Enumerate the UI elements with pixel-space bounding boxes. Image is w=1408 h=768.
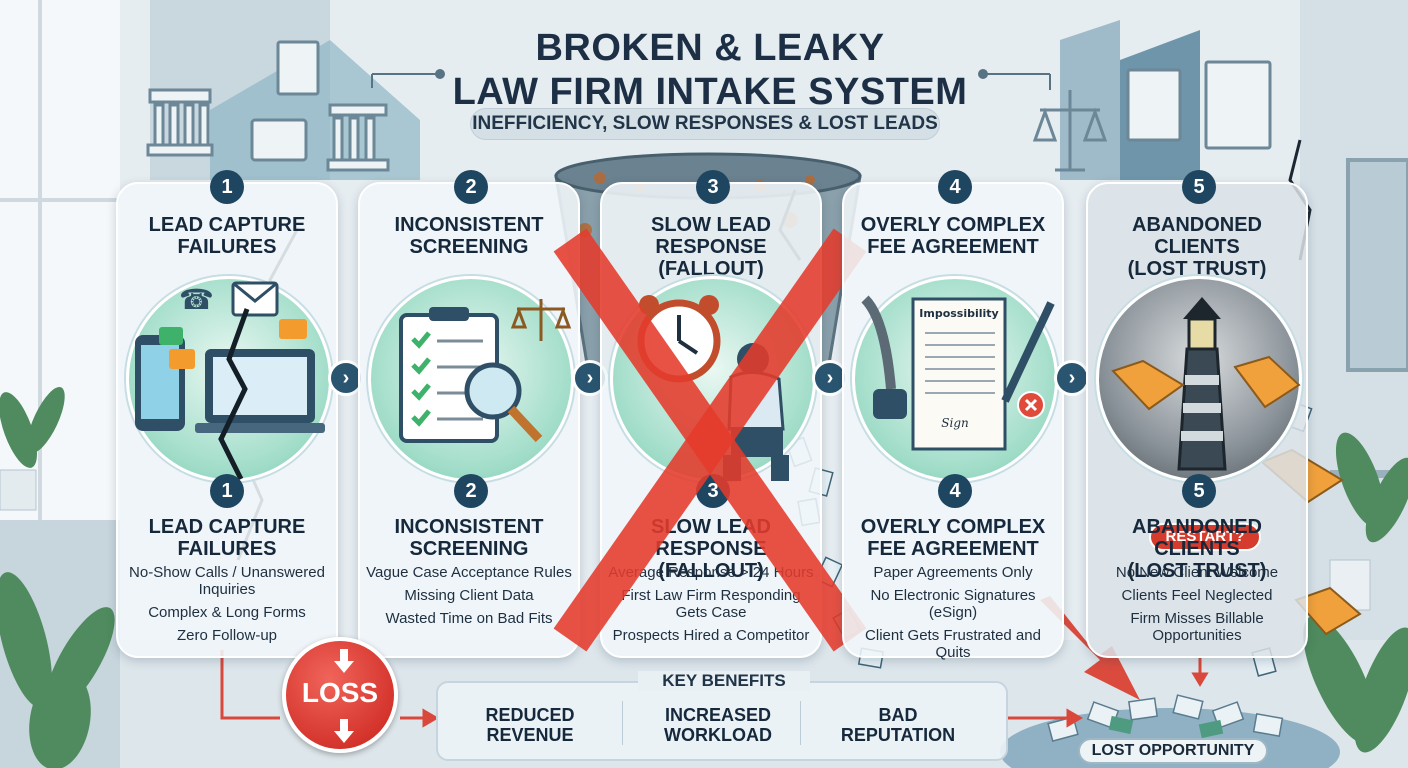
page-title: BROKEN & LEAKY LAW FIRM INTAKE SYSTEM — [380, 26, 1040, 114]
title-line-2: LAW FIRM INTAKE SYSTEM — [452, 71, 968, 113]
list-item: Complex & Long Forms — [148, 604, 306, 621]
step-card-screening: 2 INCONSISTENT SCREENING 2 INCONSISTENT … — [358, 170, 580, 658]
list-item: Client Gets Frustrated and Quits — [865, 627, 1041, 661]
lost-opportunity-label: LOST OPPORTUNITY — [1078, 738, 1268, 764]
step-number-badge-bottom: 5 — [1182, 474, 1216, 508]
step-title-line-1: INCONSISTENT — [394, 214, 544, 236]
step-title-top: ABANDONED CLIENTS (LOST TRUST) — [1088, 214, 1306, 280]
list-item: Zero Follow-up — [176, 627, 278, 644]
step-title-bottom: SLOW LEAD RESPONSE (FALLOUT) — [602, 516, 820, 582]
step-title-line-2: (LOST TRUST) — [1127, 258, 1267, 280]
step-card-abandoned-clients: 5 ABANDONED CLIENTS (LOST TRUST) RESTART… — [1086, 170, 1308, 658]
step-title-line-1: LEAD CAPTURE — [148, 214, 306, 236]
step-title-top: OVERLY COMPLEX FEE AGREEMENT — [844, 214, 1062, 258]
list-item: Vague Case Acceptance Rules — [366, 564, 572, 581]
step-issue-list: No New Client Welcome Clients Feel Negle… — [1088, 564, 1306, 650]
list-item: No-Show Calls / Unanswered Inquiries — [129, 564, 325, 598]
step-title-line-1: OVERLY COMPLEX — [860, 516, 1046, 538]
step-title-line-1: ABANDONED CLIENTS — [1132, 516, 1262, 560]
list-item: Prospects Hired a Competitor — [612, 627, 810, 644]
arrow-down-icon — [334, 719, 354, 743]
step-number-badge-top: 2 — [454, 170, 488, 204]
lighthouse-icon — [1111, 297, 1301, 471]
step-title-line-2: FAILURES — [177, 538, 277, 560]
list-item: No Electronic Signatures (eSign) — [870, 587, 1036, 621]
contract-quill-icon: Impossibility Sign — [861, 295, 1055, 451]
step-card-lead-capture: 1 LEAD CAPTURE FAILURES ☎ 1 LEAD CAPTURE… — [116, 170, 338, 658]
loss-label: LOSS — [301, 677, 379, 708]
screening-illustration — [368, 276, 574, 482]
step-title-line-2: SCREENING — [409, 236, 529, 258]
svg-text:☎: ☎ — [179, 283, 214, 316]
step-title-line-1: OVERLY COMPLEX — [860, 214, 1046, 236]
step-title-line-1: SLOW LEAD — [651, 516, 771, 538]
loss-badge: LOSS — [282, 637, 398, 753]
step-title-top: LEAD CAPTURE FAILURES — [118, 214, 336, 258]
list-item: Paper Agreements Only — [873, 564, 1033, 581]
step-issue-list: Average Response > 24 Hours First Law Fi… — [602, 564, 820, 650]
signature-text: Sign — [941, 416, 968, 430]
checklist-magnifier-icon — [399, 299, 572, 443]
restart-button[interactable]: RESTART? — [1149, 523, 1261, 551]
divider — [622, 701, 623, 745]
key-benefits-title: KEY BENEFITS — [638, 671, 810, 691]
devices-icon: ☎ — [135, 281, 325, 481]
contract-label: Impossibility — [919, 307, 998, 320]
list-item: Firm Misses Billable Opportunities — [1130, 610, 1264, 644]
step-title-line-2: RESPONSE (FALLOUT) — [655, 236, 767, 280]
list-item: Average Response > 24 Hours — [608, 564, 814, 581]
step-title-bottom: LEAD CAPTURE FAILURES — [118, 516, 336, 560]
list-item: Clients Feel Neglected — [1121, 587, 1273, 604]
abandoned-clients-illustration: RESTART? — [1096, 276, 1302, 551]
divider — [800, 701, 801, 745]
step-title-bottom: OVERLY COMPLEX FEE AGREEMENT — [844, 516, 1062, 560]
step-title-line-1: ABANDONED CLIENTS — [1132, 214, 1262, 258]
step-title-line-2: (LOST TRUST) — [1127, 560, 1267, 582]
step-title-line-2: RESPONSE (FALLOUT) — [655, 538, 767, 582]
step-issue-list: Paper Agreements Only No Electronic Sign… — [844, 564, 1062, 667]
step-card-fee-agreement: 4 OVERLY COMPLEX FEE AGREEMENT Impossibi… — [842, 170, 1064, 661]
step-title-line-2: FEE AGREEMENT — [867, 236, 1039, 258]
chevron-right-icon: › — [1054, 360, 1090, 396]
title-line-1: BROKEN & LEAKY — [535, 27, 885, 69]
lead-capture-illustration: ☎ — [126, 276, 332, 482]
list-item: Wasted Time on Bad Fits — [385, 610, 553, 627]
step-title-line-1: LEAD CAPTURE — [148, 516, 306, 538]
arrow-down-icon — [334, 649, 354, 673]
fee-agreement-illustration: Impossibility Sign — [852, 276, 1058, 482]
list-item: No New Client Welcome — [1115, 564, 1279, 581]
list-item: Missing Client Data — [404, 587, 534, 604]
step-issue-list: Vague Case Acceptance Rules Missing Clie… — [360, 564, 578, 633]
step-number-badge-bottom: 2 — [454, 474, 488, 508]
step-title-bottom: ABANDONED CLIENTS (LOST TRUST) — [1088, 516, 1306, 582]
step-number-badge-bottom: 1 — [210, 474, 244, 508]
page-subtitle: INEFFICIENCY, SLOW RESPONSES & LOST LEAD… — [470, 108, 940, 140]
list-item: First Law Firm Responding Gets Case — [621, 587, 801, 621]
step-issue-list: No-Show Calls / Unanswered Inquiries Com… — [118, 564, 336, 650]
step-number-badge-top: 5 — [1182, 170, 1216, 204]
step-title-line-2: FAILURES — [177, 236, 277, 258]
red-x-icon — [553, 228, 867, 652]
step-number-badge-top: 4 — [938, 170, 972, 204]
step-title-top: SLOW LEAD RESPONSE (FALLOUT) — [602, 214, 820, 280]
step-title-line-2: FEE AGREEMENT — [867, 538, 1039, 560]
step-title-top: INCONSISTENT SCREENING — [360, 214, 578, 258]
step-title-line-1: SLOW LEAD — [651, 214, 771, 236]
step-title-line-2: SCREENING — [409, 538, 529, 560]
step-title-line-1: INCONSISTENT — [394, 516, 544, 538]
step-number-badge-top: 1 — [210, 170, 244, 204]
step-number-badge-bottom: 4 — [938, 474, 972, 508]
step-title-bottom: INCONSISTENT SCREENING — [360, 516, 578, 560]
step-number-badge-top: 3 — [696, 170, 730, 204]
